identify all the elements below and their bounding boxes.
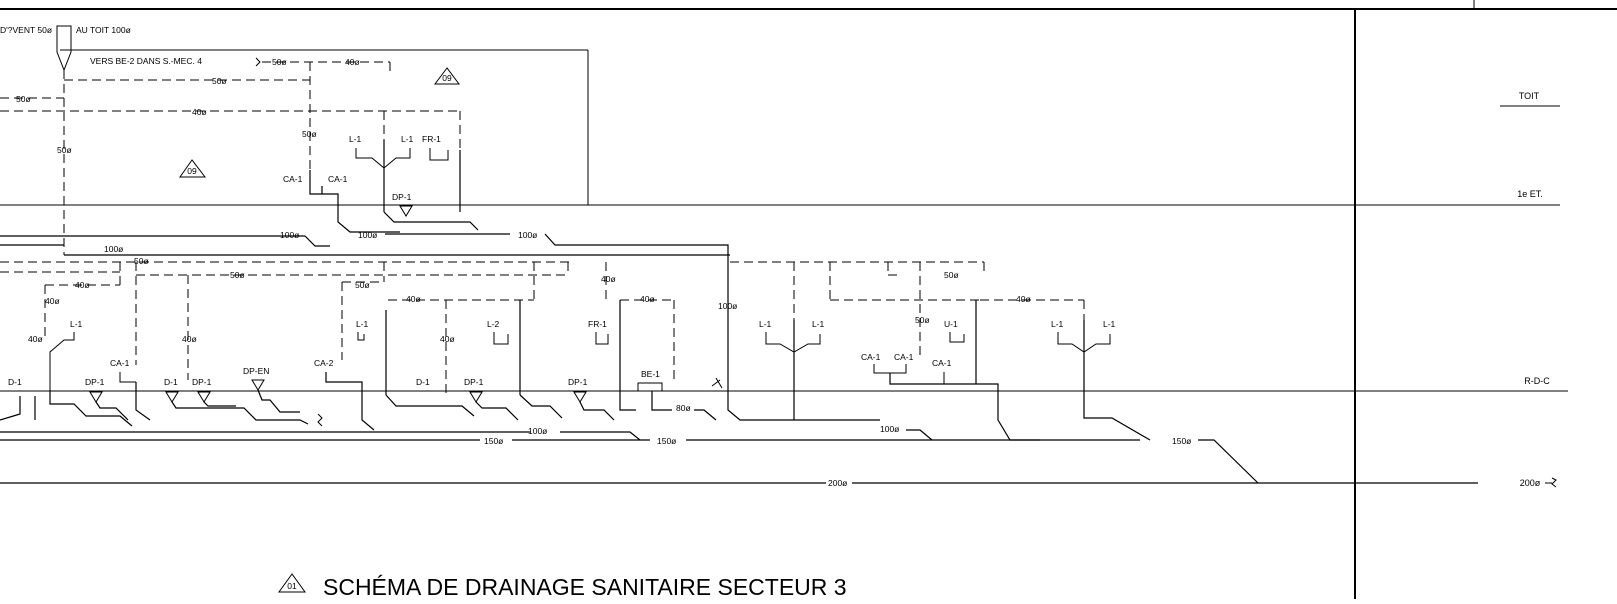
- fixture-label: L-1: [349, 134, 362, 144]
- fixture-label: CA-1: [861, 352, 881, 362]
- fixture-label: FR-1: [588, 319, 607, 329]
- pipe-label: 50ø: [302, 129, 317, 139]
- pipe-label: 100ø: [518, 230, 537, 240]
- drawing-title: SCHÉMA DE DRAINAGE SANITAIRE SECTEUR 3: [323, 574, 847, 599]
- fixture-label: D-1: [8, 377, 22, 387]
- fixture-label: DP-1: [85, 377, 105, 387]
- fixture-label: DP-1: [192, 377, 212, 387]
- pipe-label: 50ø: [57, 145, 72, 155]
- ground-floor-fixtures: L-1 CA-1 D-1 DP-1 D-1 DP-1 DP-EN CA-2 L-…: [8, 300, 1151, 441]
- main-drain-200: 200ø: [0, 478, 1478, 488]
- fixture-label: DP-1: [568, 377, 588, 387]
- fixture-label: L-1: [70, 319, 83, 329]
- pipe-label: 40ø: [45, 296, 60, 306]
- fixture-label: L-1: [812, 319, 825, 329]
- pipe-label: 100ø: [104, 244, 123, 254]
- fixture-label: L-1: [1051, 319, 1064, 329]
- title-marker-label: 01: [287, 581, 297, 591]
- fixture-label: U-1: [944, 319, 958, 329]
- fixture-label: D-1: [416, 377, 430, 387]
- fixture-label: L-1: [1103, 319, 1116, 329]
- fixture-label: L-1: [759, 319, 772, 329]
- section-marker-label: 09: [442, 73, 452, 83]
- upper-labels: 50ø 40ø 50ø 50ø 40ø 50ø 50ø: [16, 57, 360, 155]
- pipe-label: 40ø: [640, 294, 655, 304]
- roof-note: AU TOIT 100ø: [76, 25, 131, 35]
- first-floor-drains: 100ø 100ø 100ø 100ø 100ø: [0, 230, 880, 421]
- pipe-label: 50ø: [16, 94, 31, 104]
- to-be2-note: VERS BE-2 DANS S.-MEC. 4: [90, 56, 202, 66]
- pipe-label: 50ø: [355, 280, 370, 290]
- pipe-label: 40ø: [406, 294, 421, 304]
- pipe-label: 100ø: [880, 424, 899, 434]
- floor-level-lines: [0, 49, 1558, 392]
- pipe-label: 40ø: [345, 57, 360, 67]
- fixture-label: CA-1: [110, 358, 130, 368]
- level-tags: TOIT 1e ET. R-D-C 200ø: [1500, 91, 1568, 488]
- pipe-label: 150ø: [1172, 436, 1191, 446]
- vent-note: D'?VENT 50ø: [0, 25, 52, 35]
- pipe-label: 50ø: [944, 270, 959, 280]
- fixture-label: FR-1: [422, 134, 441, 144]
- fixture-label: CA-1: [328, 174, 348, 184]
- pipe-label: 40ø: [28, 334, 43, 344]
- pipe-label: 100ø: [718, 301, 737, 311]
- pipe-label: 50ø: [230, 270, 245, 280]
- pipe-label: 40ø: [182, 334, 197, 344]
- pipe-label: 50ø: [134, 256, 149, 266]
- first-floor-fixtures: L-1 L-1 FR-1 CA-1 CA-1 DP-1: [283, 134, 479, 233]
- level-label-first: 1e ET.: [1517, 189, 1543, 199]
- ground-floor-drains: 100ø 150ø 150ø 100ø 150ø: [0, 382, 1259, 484]
- pipe-label: 80ø: [676, 403, 691, 413]
- ground-vent-network: [0, 261, 1085, 395]
- pipe-label: 50ø: [272, 57, 287, 67]
- drawing-title-block: 01 SCHÉMA DE DRAINAGE SANITAIRE SECTEUR …: [278, 573, 847, 600]
- fixture-label: DP-EN: [243, 366, 269, 376]
- pipe-label: 100ø: [528, 426, 547, 436]
- level-label-rdc: R-D-C: [1524, 376, 1550, 386]
- fixture-label: DP-1: [392, 192, 412, 202]
- fixture-label: BE-1: [641, 369, 660, 379]
- pipe-label: 100ø: [280, 230, 299, 240]
- fixture-label: CA-1: [894, 352, 914, 362]
- pipe-label: 40ø: [601, 274, 616, 284]
- pipe-label: 150ø: [484, 436, 503, 446]
- pipe-label: 40ø: [1016, 294, 1031, 304]
- fixture-label: DP-1: [464, 377, 484, 387]
- fixture-label: L-2: [487, 319, 500, 329]
- pipe-label: 40ø: [440, 334, 455, 344]
- section-marker-label: 09: [187, 166, 197, 176]
- level-label-toit: TOIT: [1519, 91, 1540, 101]
- pipe-label: 100ø: [358, 230, 377, 240]
- vent-stack: D'?VENT 50ø AU TOIT 100ø VERS BE-2 DANS …: [0, 25, 261, 255]
- pipe-label: 150ø: [657, 436, 676, 446]
- fixture-label: D-1: [164, 377, 178, 387]
- fixture-label: L-1: [356, 319, 369, 329]
- pipe-label: 50ø: [212, 76, 227, 86]
- pipe-label: 200ø: [828, 478, 847, 488]
- section-marker-mid: 09: [179, 159, 207, 178]
- pipe-label: 50ø: [915, 315, 930, 325]
- ground-vent-labels: 50ø 40ø 40ø 40ø 50ø 50ø 40ø 40ø 40ø 40ø …: [28, 256, 1031, 344]
- upper-vent-network: [0, 61, 461, 170]
- fixture-label: CA-2: [314, 358, 334, 368]
- level-label-main: 200ø: [1520, 478, 1541, 488]
- section-marker-upper: 09: [434, 67, 460, 85]
- fixture-label: L-1: [401, 134, 414, 144]
- title-marker-icon: [278, 573, 306, 593]
- pipe-label: 40ø: [75, 280, 90, 290]
- pipe-label: 40ø: [192, 107, 207, 117]
- fixture-label: CA-1: [283, 174, 303, 184]
- fixture-label: CA-1: [932, 358, 952, 368]
